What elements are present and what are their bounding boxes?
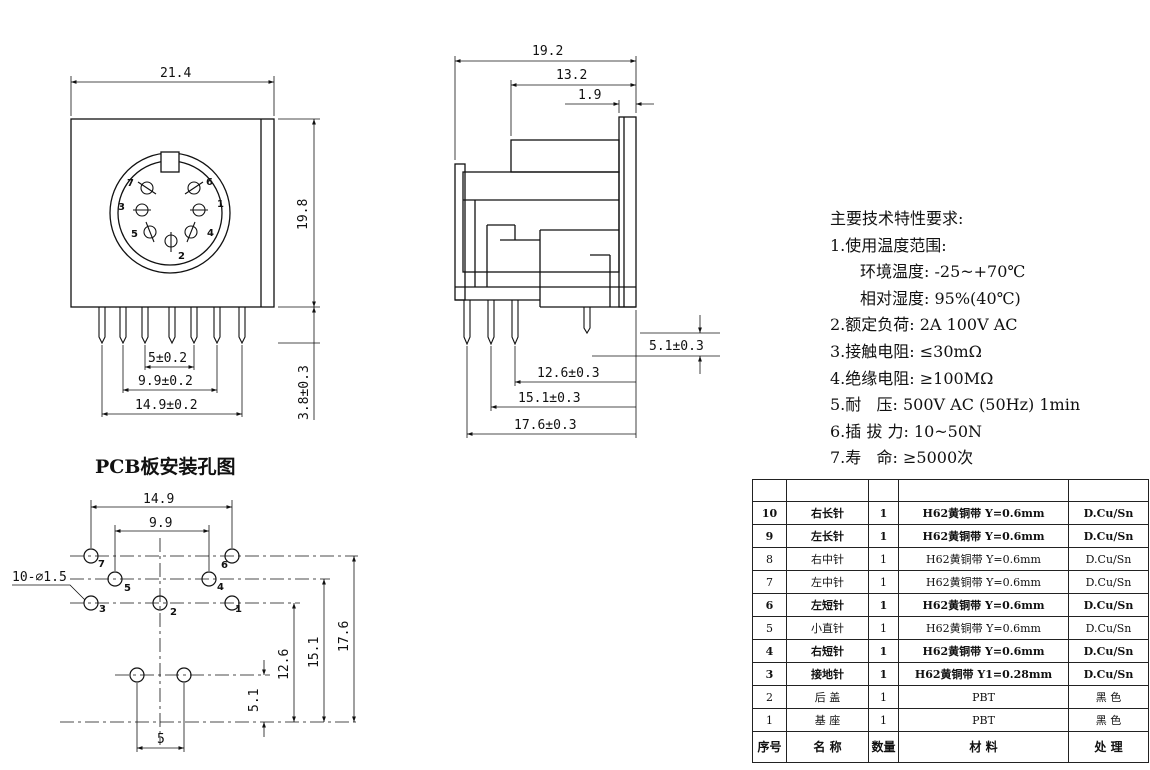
- dim-side-13-2: 13.2: [556, 68, 587, 83]
- front-view: [70, 76, 320, 420]
- side-legs: [463, 300, 591, 346]
- dim-pin-5: 5±0.2: [148, 351, 187, 366]
- spec-line-3: 3.接触电阻: ≤30mΩ: [830, 341, 982, 361]
- side-dimensions: [454, 56, 720, 438]
- spec-title: 主要技术特性要求:: [830, 209, 964, 228]
- spec-line-1: 1.使用温度范围:: [830, 235, 947, 255]
- spec-line-5: 5.耐 压: 500V AC (50Hz) 1min: [830, 395, 1081, 415]
- dim-side-15-1: 15.1±0.3: [518, 391, 581, 406]
- pcb-pin-label-3: 3: [99, 604, 106, 615]
- pin-label-6: 6: [206, 177, 213, 188]
- pcb-holes: [83, 548, 240, 683]
- front-legs: [98, 307, 246, 345]
- bom-header-name: 名 称: [786, 731, 869, 763]
- pin-label-7: 7: [127, 178, 134, 189]
- pin-label-4: 4: [207, 228, 214, 239]
- pcb-pin-label-5: 5: [124, 583, 131, 594]
- pcb-layout: [12, 500, 358, 752]
- spec-line-1a: 环境温度: -25~+70℃: [860, 262, 1026, 282]
- dim-pcb-12-6: 12.6: [277, 649, 292, 680]
- pcb-pin-labels: 1 2 3 4 5 6 7: [98, 559, 242, 618]
- front-body-outline: [70, 118, 275, 308]
- dim-pin-9-9: 9.9±0.2: [138, 374, 193, 389]
- pcb-pin-label-6: 6: [221, 560, 228, 571]
- dim-pin-14-9: 14.9±0.2: [135, 398, 198, 413]
- pin-label-3: 3: [118, 202, 125, 213]
- dim-side-12-6: 12.6±0.3: [537, 366, 600, 381]
- spec-line-2: 2.额定负荷: 2A 100V AC: [830, 315, 1018, 335]
- spec-line-4: 4.绝缘电阻: ≥100MΩ: [830, 368, 994, 388]
- bom-header-qty: 数量: [868, 731, 899, 763]
- dim-pcb-5: 5: [157, 732, 165, 747]
- spec-requirements: 主要技术特性要求: 1.使用温度范围: 环境温度: -25~+70℃ 相对湿度:…: [830, 206, 1150, 472]
- spec-line-1b: 相对湿度: 95%(40℃): [860, 288, 1021, 308]
- pcb-pin-label-2: 2: [170, 607, 177, 618]
- dim-front-height: 19.8: [296, 199, 311, 230]
- bom-header-finish: 处 理: [1068, 731, 1149, 763]
- front-pin-labels: 1 2 3 4 5 6 7: [118, 177, 224, 262]
- dim-pcb-14-9: 14.9: [143, 492, 174, 507]
- front-dimensions: [70, 76, 320, 420]
- dim-pcb-15-1: 15.1: [307, 637, 322, 668]
- side-view: [454, 56, 720, 438]
- dim-side-1-9: 1.9: [578, 88, 601, 103]
- dim-pcb-9-9: 9.9: [149, 516, 172, 531]
- pcb-dimensions: [12, 500, 356, 752]
- dim-pin-below: 3.8±0.3: [297, 365, 312, 420]
- pcb-title: PCB板安装孔图: [95, 455, 235, 478]
- dim-pcb-5-1: 5.1: [247, 689, 262, 712]
- dim-side-19-2: 19.2: [532, 44, 563, 59]
- spec-line-7: 7.寿 命: ≥5000次: [830, 448, 974, 468]
- dim-front-width: 21.4: [160, 66, 191, 81]
- bom-header-no: 序号: [752, 731, 787, 763]
- pcb-centerlines: [60, 538, 358, 745]
- pin-label-5: 5: [131, 229, 138, 240]
- dim-pcb-17-6: 17.6: [337, 621, 352, 652]
- socket-pins: [133, 181, 208, 252]
- bom-header-row: 序号 名 称 数量 材 料 处 理: [752, 731, 1149, 763]
- pcb-pin-label-7: 7: [98, 559, 105, 570]
- spec-line-6: 6.插 拔 力: 10~50N: [830, 421, 983, 441]
- bom-blank-row: [752, 479, 1149, 502]
- pcb-pin-label-4: 4: [217, 582, 224, 593]
- pcb-pin-label-1: 1: [235, 604, 242, 615]
- pin-label-1: 1: [217, 199, 224, 210]
- side-flange: [618, 116, 637, 308]
- dim-side-5-1: 5.1±0.3: [649, 339, 704, 354]
- bom-header-material: 材 料: [898, 731, 1069, 763]
- dim-pcb-hole: 10-⌀1.5: [12, 570, 67, 585]
- dim-side-17-6: 17.6±0.3: [514, 418, 577, 433]
- pin-label-2: 2: [178, 251, 185, 262]
